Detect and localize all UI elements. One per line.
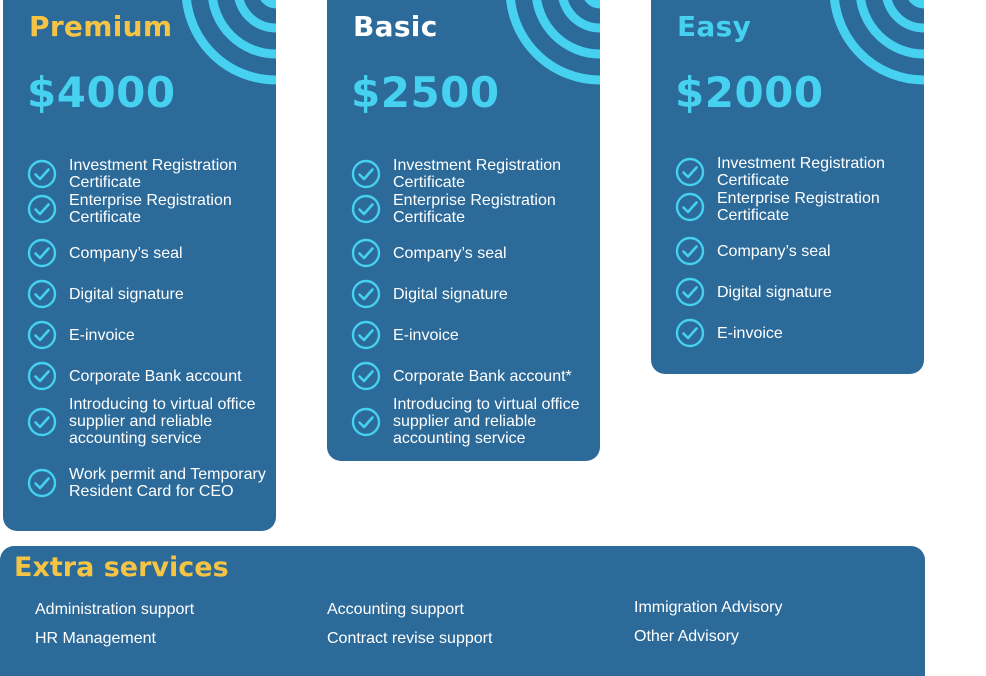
check-circle-icon [675,236,705,266]
check-circle-icon [27,159,57,189]
check-circle-icon [27,361,57,391]
feature-label: E-invoice [717,324,783,342]
plan-name: Basic [353,10,438,43]
feature-label: Investment Registration Certificate [717,155,886,189]
feature-item: Enterprise Registration Certificate [27,192,273,226]
feature-label: E-invoice [393,326,459,344]
feature-label: Company’s seal [69,244,183,262]
check-circle-icon [27,194,57,224]
feature-item: Corporate Bank account [27,361,273,391]
feature-item: E-invoice [351,320,597,350]
feature-item: Digital signature [351,279,597,309]
plan-card-basic: Basic $2500 Investment Registration Cert… [327,0,600,461]
feature-label: Enterprise Registration Certificate [717,190,880,224]
feature-label: Digital signature [69,285,184,303]
concentric-arcs-icon [506,0,600,85]
feature-item: Corporate Bank account* [351,361,597,391]
service-item: Immigration Advisory [634,599,783,616]
feature-label: Enterprise Registration Certificate [393,192,556,226]
check-circle-icon [27,238,57,268]
check-circle-icon [675,318,705,348]
plan-card-premium: Premium $4000 Investment Registration Ce… [3,0,276,531]
check-circle-icon [351,320,381,350]
feature-label: Company’s seal [393,244,507,262]
feature-item: Introducing to virtual office supplier a… [351,396,597,447]
plan-price: $2500 [351,68,500,117]
check-circle-icon [675,277,705,307]
feature-label: Investment Registration Certificate [393,157,562,191]
feature-label: Investment Registration Certificate [69,157,238,191]
feature-label: Digital signature [717,283,832,301]
feature-item: Work permit and Temporary Resident Card … [27,466,273,500]
check-circle-icon [351,279,381,309]
feature-item: Investment Registration Certificate [27,157,273,191]
feature-item: Digital signature [675,277,921,307]
feature-label: Introducing to virtual office supplier a… [69,396,256,447]
feature-label: Corporate Bank account [69,367,242,385]
check-circle-icon [351,238,381,268]
feature-item: Company’s seal [27,238,273,268]
check-circle-icon [351,159,381,189]
feature-item: Investment Registration Certificate [675,155,921,189]
feature-item: Introducing to virtual office supplier a… [27,396,273,447]
plan-card-easy: Easy $2000 Investment Registration Certi… [651,0,924,374]
check-circle-icon [675,157,705,187]
extra-services-title: Extra services [14,552,229,583]
check-circle-icon [351,407,381,436]
service-item: Accounting support [327,601,464,618]
concentric-arcs-icon [830,0,924,85]
check-circle-icon [27,468,57,498]
feature-label: Company’s seal [717,242,831,260]
service-item: Other Advisory [634,628,739,645]
feature-label: Work permit and Temporary Resident Card … [69,466,266,500]
check-circle-icon [351,361,381,391]
plan-price: $4000 [27,68,176,117]
check-circle-icon [27,407,57,436]
feature-label: Digital signature [393,285,508,303]
feature-label: Enterprise Registration Certificate [69,192,232,226]
feature-item: Digital signature [27,279,273,309]
concentric-arcs-icon [182,0,276,85]
feature-item: Enterprise Registration Certificate [675,190,921,224]
feature-item: Company’s seal [351,238,597,268]
service-item: Administration support [35,601,195,618]
feature-item: Enterprise Registration Certificate [351,192,597,226]
plan-name: Easy [677,10,752,43]
service-item: HR Management [35,630,156,647]
feature-label: E-invoice [69,326,135,344]
feature-label: Corporate Bank account* [393,367,572,385]
feature-item: E-invoice [27,320,273,350]
extra-services-panel: Extra services Administration support HR… [0,546,925,676]
plan-price: $2000 [675,68,824,117]
feature-item: E-invoice [675,318,921,348]
check-circle-icon [675,192,705,222]
check-circle-icon [351,194,381,224]
service-item: Contract revise support [327,630,493,647]
check-circle-icon [27,320,57,350]
check-circle-icon [27,279,57,309]
feature-item: Company’s seal [675,236,921,266]
plan-name: Premium [29,10,173,43]
feature-item: Investment Registration Certificate [351,157,597,191]
feature-label: Introducing to virtual office supplier a… [393,396,580,447]
